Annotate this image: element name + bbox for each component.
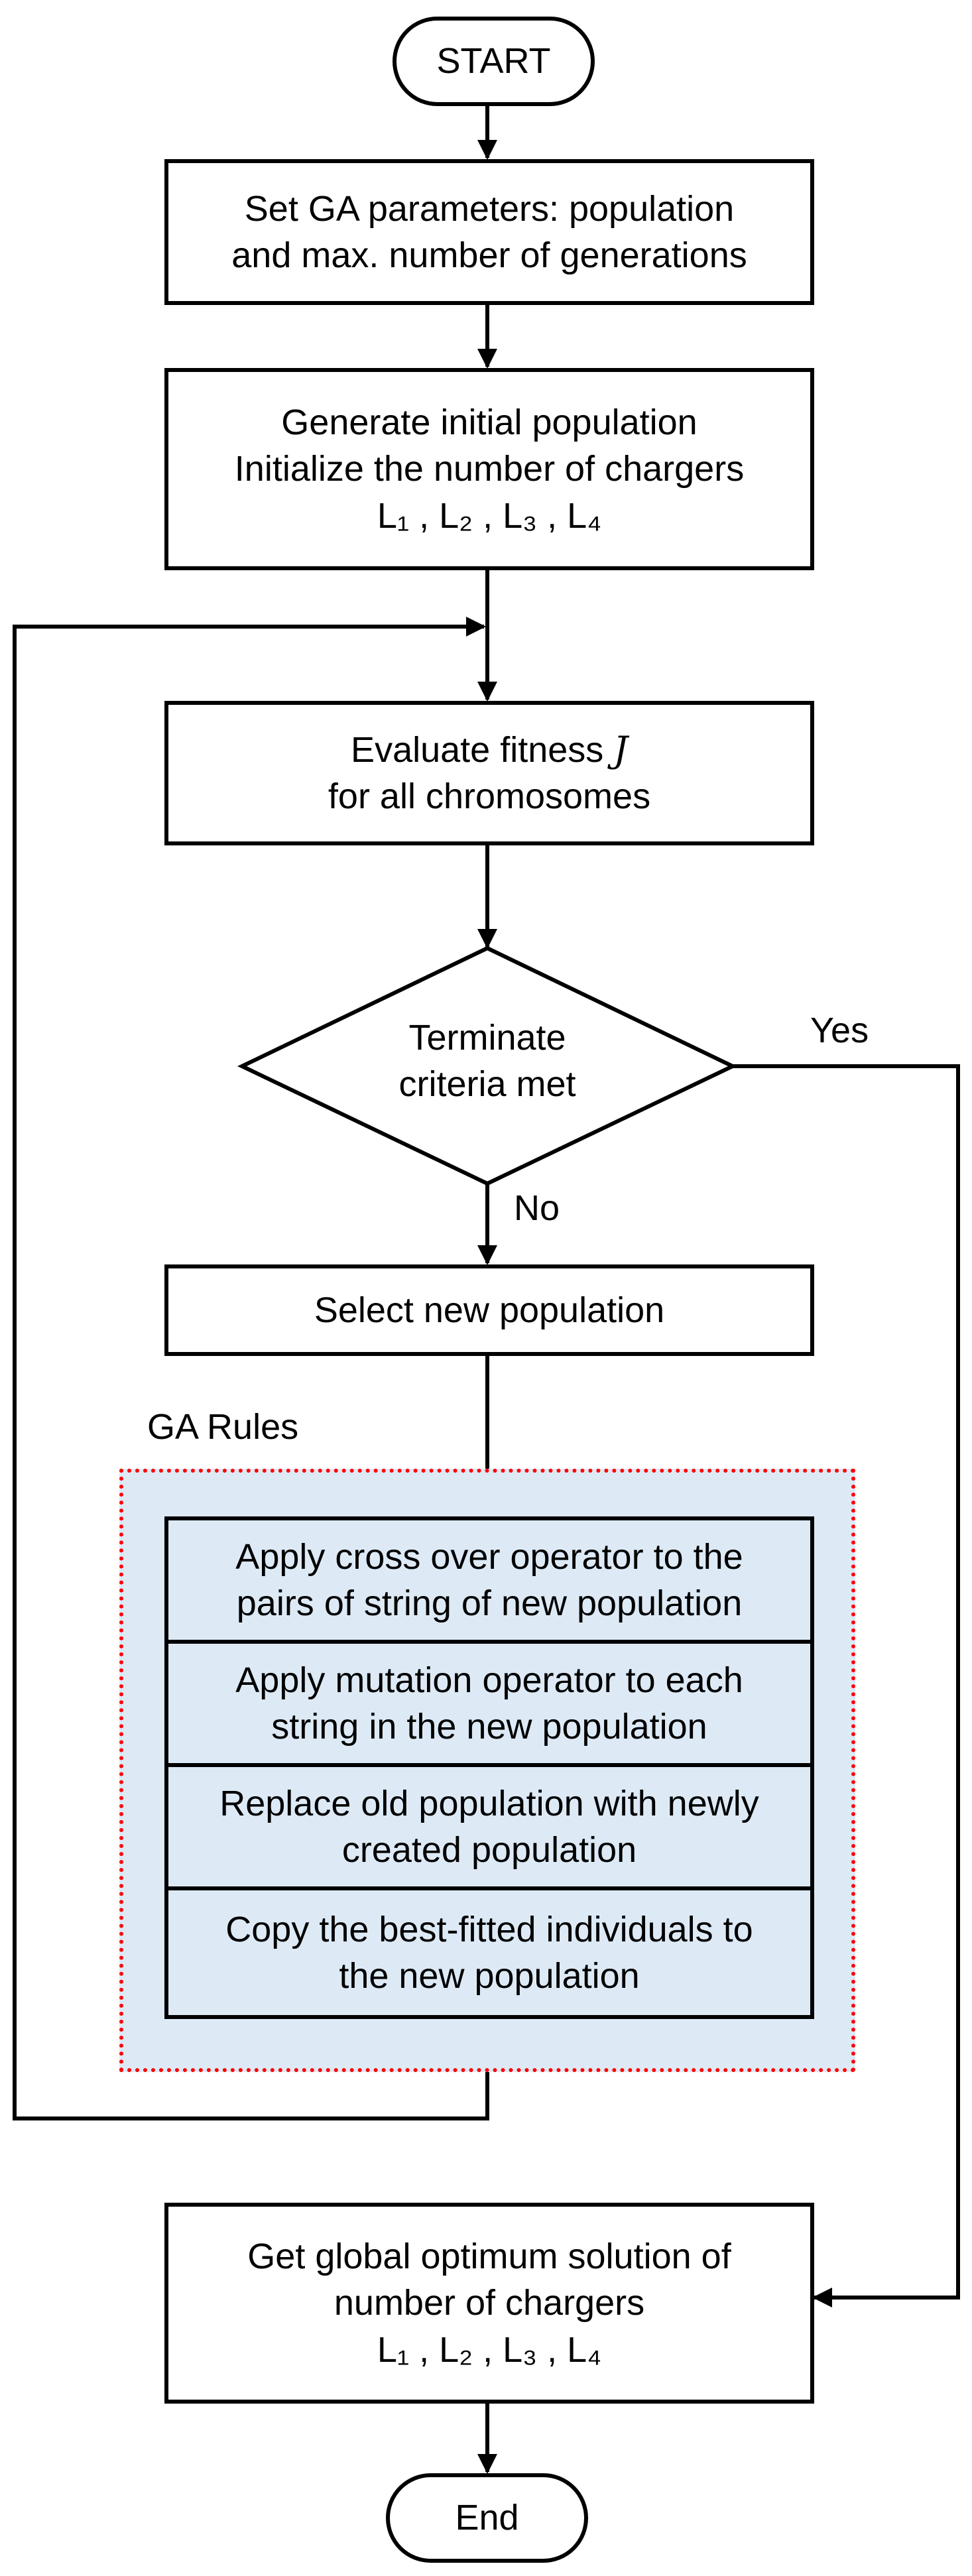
no-label: No xyxy=(514,1188,560,1228)
decision-line1: Terminate xyxy=(408,1017,566,1058)
evaluate-line1: Evaluate fitness J xyxy=(351,727,628,773)
rule-copy-best: Copy the best-fitted individuals to the … xyxy=(164,1886,814,2019)
generate-box: Generate initial population Initialize t… xyxy=(164,368,814,570)
end-terminal: End xyxy=(386,2473,588,2563)
fitness-variable: J xyxy=(613,728,628,770)
generate-line1: Generate initial population xyxy=(281,402,698,443)
evaluate-box: Evaluate fitness J for all chromosomes xyxy=(164,701,814,845)
decision-label: Terminate criteria met xyxy=(315,1008,660,1114)
generate-line3: L₁ , L₂ , L₃ , L₄ xyxy=(377,495,602,536)
decision-line2: criteria met xyxy=(398,1064,576,1104)
edge-loop-back xyxy=(13,617,489,2120)
rule-2-line2: string in the new population xyxy=(271,1707,707,1747)
generate-line2: Initialize the number of chargers xyxy=(234,449,745,489)
rule-1-line2: pairs of string of new population xyxy=(236,1583,743,1623)
start-terminal: START xyxy=(393,17,595,106)
global-optimum-box: Get global optimum solution of number of… xyxy=(164,2203,814,2404)
set-params-box: Set GA parameters: population and max. n… xyxy=(164,159,814,305)
evaluate-prefix: Evaluate fitness xyxy=(351,729,614,770)
optimum-line3: L₁ , L₂ , L₃ , L₄ xyxy=(377,2329,602,2370)
start-label: START xyxy=(436,41,551,82)
rule-3-line1: Replace old population with newly xyxy=(219,1783,759,1823)
end-label: End xyxy=(455,2498,519,2538)
ga-rules-label: GA Rules xyxy=(147,1407,299,1447)
rule-4-line1: Copy the best-fitted individuals to xyxy=(225,1909,753,1949)
decision-diamond xyxy=(237,946,737,1186)
rule-3-line2: created population xyxy=(341,1830,637,1870)
rule-4-line2: the new population xyxy=(339,1956,640,1996)
optimum-line1: Get global optimum solution of xyxy=(247,2237,731,2277)
rule-2-line1: Apply mutation operator to each xyxy=(235,1660,743,1700)
rule-replace: Replace old population with newly create… xyxy=(164,1763,814,1890)
set-params-line1: Set GA parameters: population xyxy=(244,188,735,229)
set-params-line2: and max. number of generations xyxy=(231,235,747,275)
evaluate-line2: for all chromosomes xyxy=(328,776,651,816)
yes-label: Yes xyxy=(810,1011,869,1050)
rule-1-line1: Apply cross over operator to the xyxy=(235,1536,743,1577)
select-box: Select new population xyxy=(164,1264,814,1356)
rule-mutation: Apply mutation operator to each string i… xyxy=(164,1640,814,1767)
rule-crossover: Apply cross over operator to the pairs o… xyxy=(164,1516,814,1644)
edge-yes-to-optimum xyxy=(733,1064,960,2307)
optimum-line2: number of chargers xyxy=(334,2283,645,2323)
select-label: Select new population xyxy=(314,1290,665,1330)
